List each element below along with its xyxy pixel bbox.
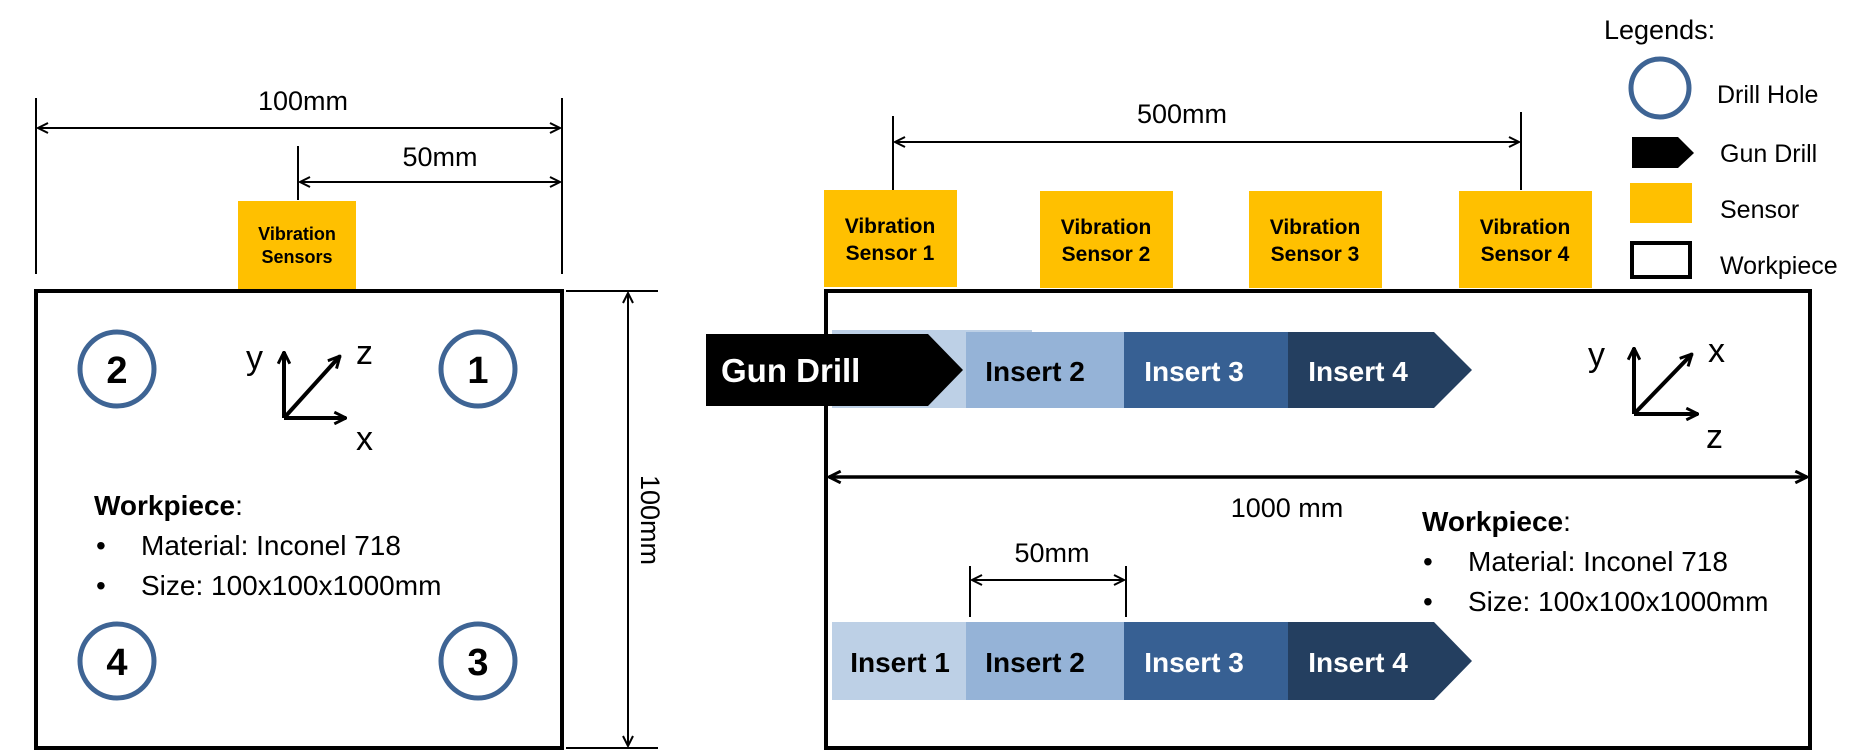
vibration-sensor: Vibration Sensor 3 [1249, 191, 1382, 288]
insert-4-label: Insert 4 [1308, 356, 1408, 387]
left-bullet: • [96, 530, 106, 561]
left-size: Size: 100x100x1000mm [141, 570, 441, 601]
insert-2-label: Insert 2 [985, 647, 1085, 678]
svg-text:2: 2 [106, 350, 127, 392]
right-axis-z-label: z [1706, 418, 1723, 456]
vibration-sensor: Vibration Sensor 2 [1040, 191, 1173, 288]
insert-1-label: Insert 1 [850, 647, 950, 678]
left-axis-x-label: x [356, 420, 373, 458]
insert-3 [1124, 622, 1290, 700]
svg-text:Vibration: Vibration [1270, 216, 1361, 239]
right-workpiece-box [824, 289, 1812, 750]
legend-workpiece-swatch [1630, 241, 1692, 279]
legend: Legends: Drill Hole Gun Drill Sensor Wor… [1604, 15, 1838, 280]
left-bullet: • [96, 570, 106, 601]
right-view: 500mm Vibration Sensor 1 Vibration Senso… [706, 99, 1812, 750]
legend-workpiece-label: Workpiece [1720, 252, 1838, 280]
gun-drill-assembly: Insert 2 Insert 3 Insert 4 Gun Drill [706, 330, 1472, 408]
vibration-sensor: Vibration Sensor 4 [1459, 191, 1592, 288]
insert-4 [1288, 332, 1472, 408]
left-width-label: 100mm [258, 86, 348, 116]
insert-4-label: Insert 4 [1308, 647, 1408, 678]
svg-text:4: 4 [106, 642, 127, 684]
svg-text:Vibration: Vibration [1061, 216, 1152, 239]
left-offset-label: 50mm [402, 142, 477, 172]
right-length-label: 1000 mm [1231, 493, 1344, 523]
svg-text:Sensor 2: Sensor 2 [1062, 243, 1151, 266]
right-material: Material: Inconel 718 [1468, 546, 1728, 577]
left-axes: y z x [246, 334, 373, 458]
legend-drill-hole-swatch [1628, 56, 1692, 120]
legend-title: Legends: [1604, 15, 1715, 45]
legend-sensor-label: Sensor [1720, 196, 1799, 224]
drill-hole: 4 [77, 621, 157, 701]
svg-text:Vibration: Vibration [845, 215, 936, 238]
legend-sensor-swatch [1630, 183, 1692, 223]
right-bullet: • [1423, 586, 1433, 617]
insert-3-label: Insert 3 [1144, 647, 1244, 678]
left-workpiece-title-line: Workpiece: [94, 490, 243, 521]
svg-text:Vibration: Vibration [1480, 216, 1571, 239]
right-axis-x-label: x [1708, 332, 1725, 370]
right-axes: y x z [1588, 332, 1725, 456]
left-workpiece-info: Workpiece: • Material: Inconel 718 • Siz… [94, 490, 441, 601]
right-workpiece-title-line: Workpiece: [1422, 506, 1571, 537]
left-view: 100mm 50mm Vibration Sensors 100mm 2 1 4 [34, 86, 665, 750]
svg-text:1: 1 [467, 350, 488, 392]
legend-drill-hole-label: Drill Hole [1717, 81, 1818, 109]
drill-hole: 2 [77, 329, 157, 409]
left-axis-y-label: y [246, 339, 263, 377]
right-bullet: • [1423, 546, 1433, 577]
gun-drill-label: Gun Drill [721, 352, 860, 389]
left-material: Material: Inconel 718 [141, 530, 401, 561]
left-sensor-line1: Vibration [258, 224, 336, 244]
right-size: Size: 100x100x1000mm [1468, 586, 1768, 617]
svg-text:3: 3 [467, 642, 488, 684]
left-workpiece-box [34, 289, 564, 750]
left-axis-z-label: z [356, 334, 373, 372]
svg-text:Sensor 1: Sensor 1 [846, 242, 935, 265]
legend-gun-drill-label: Gun Drill [1720, 140, 1817, 168]
drill-hole: 1 [438, 329, 518, 409]
insert-4 [1288, 622, 1472, 700]
left-height-label: 100mm [635, 475, 665, 565]
insert-1 [832, 622, 970, 700]
drill-hole: 3 [438, 621, 518, 701]
right-workpiece-info: Workpiece: • Material: Inconel 718 • Siz… [1422, 506, 1768, 617]
vibration-sensor: Vibration Sensor 1 [824, 190, 957, 287]
left-vibration-sensor [238, 201, 356, 289]
right-span-label: 500mm [1137, 99, 1227, 129]
insert-2-label: Insert 2 [985, 356, 1085, 387]
insert-2 [966, 622, 1126, 700]
svg-text:Sensor 4: Sensor 4 [1481, 243, 1570, 266]
insert-offset-label: 50mm [1014, 538, 1089, 568]
insert-3-label: Insert 3 [1144, 356, 1244, 387]
left-sensor-line2: Sensors [261, 247, 332, 267]
gun-drill-body [706, 334, 963, 406]
svg-text:Sensor 3: Sensor 3 [1271, 243, 1360, 266]
insert-assembly: Insert 1 Insert 2 Insert 3 Insert 4 [832, 622, 1472, 700]
insert-3 [1124, 332, 1290, 408]
legend-gun-drill-swatch [1632, 137, 1694, 168]
insert-2 [966, 332, 1126, 408]
right-axis-y-label: y [1588, 336, 1605, 374]
